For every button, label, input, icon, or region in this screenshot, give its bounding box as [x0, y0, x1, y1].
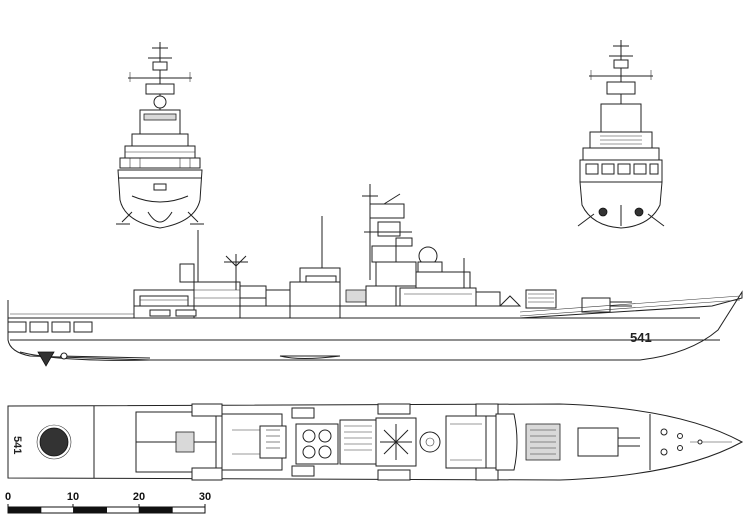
- scale-segment: [7, 506, 42, 514]
- scale-segment: [171, 506, 206, 514]
- scale-segment: [40, 506, 75, 514]
- scale-segment: [138, 506, 173, 514]
- deck-hull-number: 541: [11, 436, 23, 454]
- scale-bar: 0 10 20 30: [5, 491, 211, 514]
- scale-label-0: 0: [5, 491, 11, 503]
- scale-label-30: 30: [199, 491, 211, 503]
- hull-number: 541: [630, 330, 652, 345]
- scale-label-10: 10: [67, 491, 79, 503]
- bow-view: [116, 42, 204, 229]
- scale-label-20: 20: [133, 491, 145, 503]
- hull-profile: [7, 290, 743, 361]
- scale-segment: [73, 506, 107, 514]
- scale-segments: [7, 504, 206, 514]
- stern-view: [577, 40, 665, 229]
- deck-plan: 541: [7, 403, 744, 481]
- side-profile: 541: [7, 184, 743, 367]
- scale-segment: [106, 506, 140, 514]
